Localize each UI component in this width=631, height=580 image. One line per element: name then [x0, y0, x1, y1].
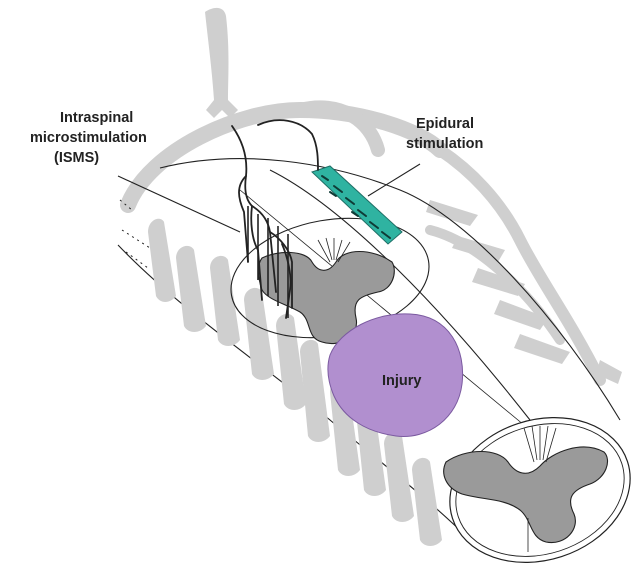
epidural-label-line1: Epidural — [416, 116, 474, 132]
isms-label: Intraspinal microstimulation (ISMS) — [30, 110, 147, 166]
isms-label-line1: Intraspinal — [60, 110, 133, 126]
injury-label: Injury — [382, 373, 421, 389]
epidural-label-line2: stimulation — [406, 136, 483, 152]
isms-label-line2: microstimulation — [30, 130, 147, 146]
nerve-root-trunk — [205, 8, 238, 118]
isms-label-line3: (ISMS) — [54, 150, 99, 166]
lower-cross-section — [431, 395, 631, 575]
